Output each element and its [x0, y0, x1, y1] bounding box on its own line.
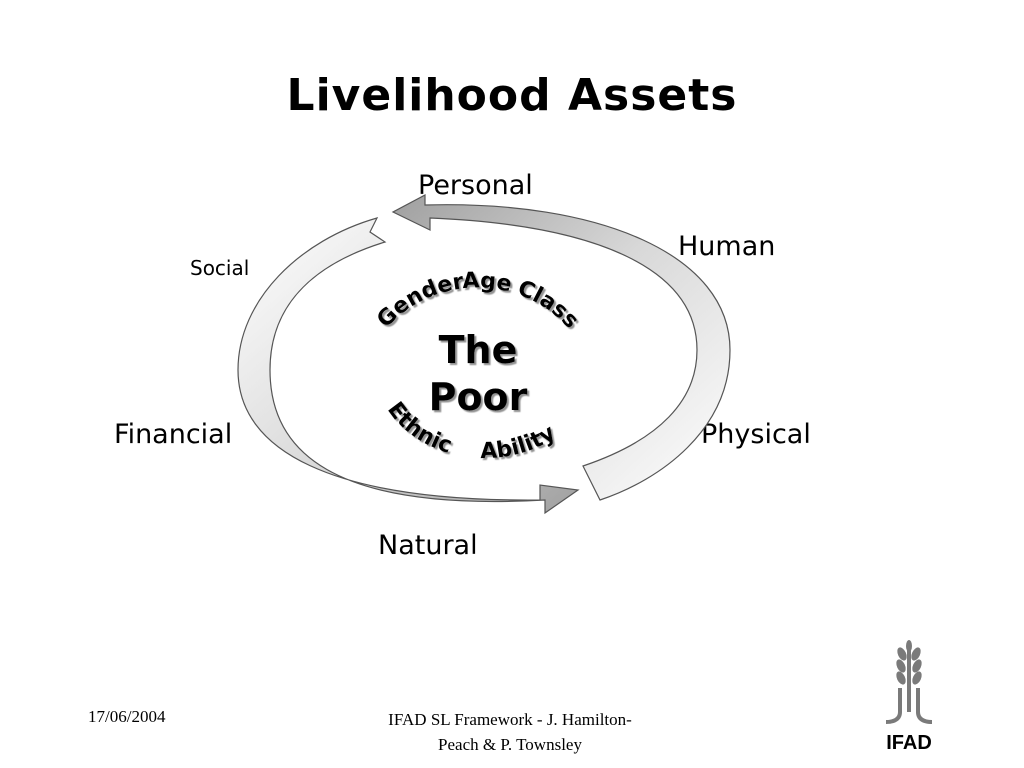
footer-credit-line1: IFAD SL Framework - J. Hamilton-: [388, 710, 632, 729]
svg-text:Gender: Gender: [372, 269, 465, 332]
center-label-the: The: [439, 328, 518, 372]
label-natural: Natural: [378, 530, 478, 561]
label-human: Human: [678, 231, 776, 262]
wheat-icon: [886, 640, 932, 724]
svg-text:Ability: Ability: [480, 420, 560, 464]
slide-title: Livelihood Assets: [286, 70, 738, 121]
label-personal: Personal: [418, 170, 533, 201]
center-label-poor: Poor: [429, 375, 528, 419]
right-cycle-arrow: [391, 194, 731, 501]
svg-text:Age: Age: [462, 268, 514, 297]
ifad-logo-text: IFAD: [886, 732, 932, 754]
attribute-age: Age: [462, 268, 514, 297]
svg-text:Class: Class: [514, 276, 583, 334]
footer-credit: IFAD SL Framework - J. Hamilton- Peach &…: [340, 707, 680, 757]
label-financial: Financial: [114, 419, 233, 450]
attribute-ability: Ability: [480, 420, 560, 464]
attribute-class: Class: [514, 276, 583, 334]
label-social: Social: [190, 256, 250, 280]
ifad-logo: IFAD: [878, 640, 940, 754]
footer-credit-line2: Peach & P. Townsley: [438, 735, 582, 754]
footer-date: 17/06/2004: [88, 707, 166, 726]
left-cycle-arrow: [237, 217, 580, 515]
attribute-gender: Gender: [372, 269, 465, 332]
label-physical: Physical: [701, 419, 811, 450]
